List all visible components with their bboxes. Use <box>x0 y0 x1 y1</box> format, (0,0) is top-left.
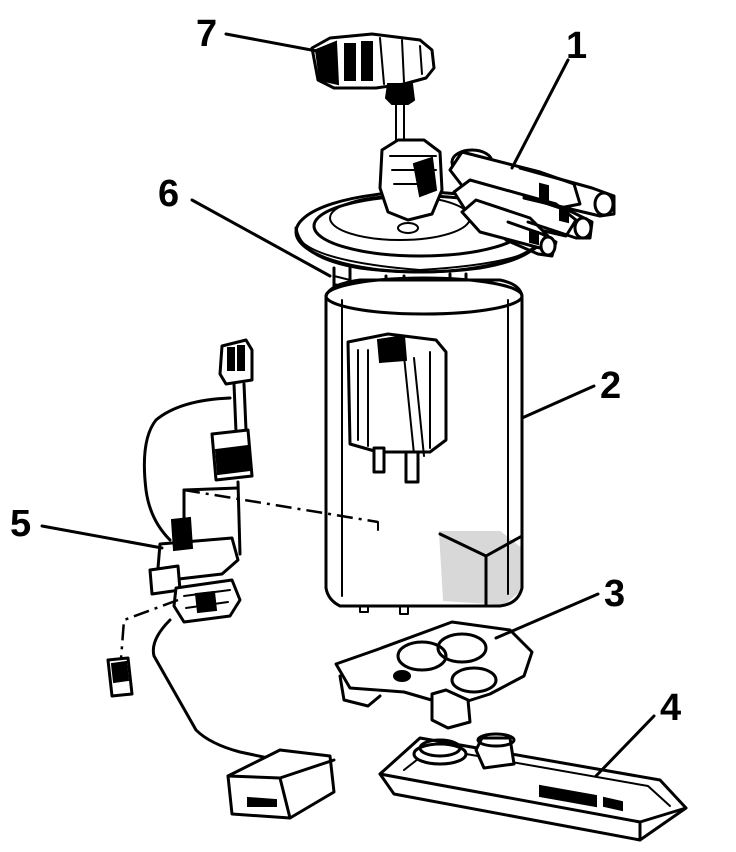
callout-7: 7 <box>196 13 217 55</box>
leader-line-6 <box>190 198 332 278</box>
reservoir-bottom-bracket <box>334 620 534 730</box>
leader-line-3 <box>494 592 600 640</box>
fuel-level-sensor <box>106 516 336 820</box>
callout-5: 5 <box>10 503 31 545</box>
leader-line-2 <box>520 384 596 420</box>
leader-line-1 <box>510 58 570 170</box>
module-flange <box>294 138 546 274</box>
fuel-line-fittings <box>448 148 616 258</box>
leader-line-5 <box>40 524 164 550</box>
callout-6: 6 <box>158 173 179 215</box>
assembly-line-harness <box>183 488 379 524</box>
callout-4: 4 <box>660 687 681 729</box>
leader-line-4 <box>594 714 656 778</box>
leader-line-7 <box>224 32 324 54</box>
fuel-reservoir <box>324 276 524 615</box>
callout-2: 2 <box>600 365 621 407</box>
fuel-strainer <box>378 732 688 842</box>
callout-3: 3 <box>604 573 625 615</box>
callout-1: 1 <box>566 25 587 67</box>
wiring-harness <box>142 338 254 556</box>
leader-lines <box>40 32 656 778</box>
electrical-connector <box>310 32 436 221</box>
